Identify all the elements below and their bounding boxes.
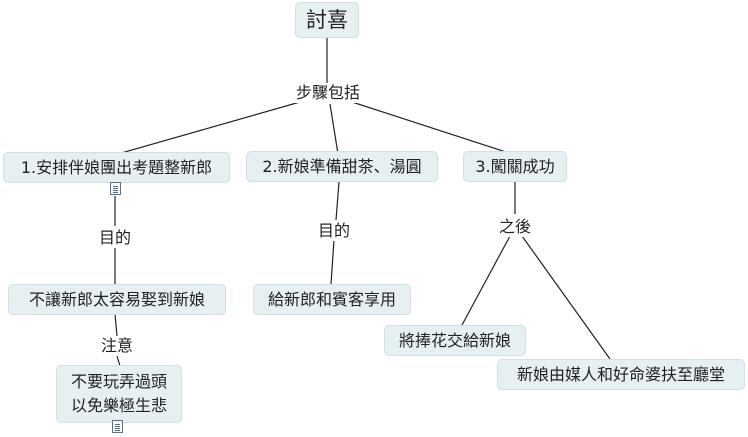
step-3-topic[interactable]: 3.闖關成功 (463, 151, 567, 182)
b1-purpose-text: 不讓新郎太容易娶到新娘 (28, 290, 205, 309)
link-b2-purpose-text (330, 239, 335, 285)
b1-purpose-label: 目的 (92, 228, 138, 248)
b1-caution-line-1: 不要玩弄過頭 (70, 372, 167, 391)
steps-connector-label: 步驟包括 (288, 83, 368, 103)
link-steps-1 (117, 101, 301, 155)
b3-item-2-topic[interactable]: 新娘由媒人和好命婆扶至廳堂 (497, 359, 745, 390)
link-b3-item1 (461, 235, 511, 326)
b1-caution-label: 注意 (94, 336, 140, 356)
b1-caution-line-2: 以免樂極生悲 (70, 396, 167, 415)
step-2-topic[interactable]: 2.新娘準備甜茶、湯圓 (246, 151, 438, 182)
b1-caution-topic[interactable]: 不要玩弄過頭 以免樂極生悲 (56, 365, 182, 423)
link-steps-2 (329, 103, 339, 155)
b2-purpose-label: 目的 (311, 221, 357, 241)
note-icon[interactable] (110, 182, 121, 195)
link-steps-3 (351, 101, 513, 155)
b1-purpose-topic[interactable]: 不讓新郎太容易娶到新娘 (8, 284, 226, 315)
step-1-topic[interactable]: 1.安排伴娘團出考題整新郎 (3, 152, 230, 183)
b3-item-2-text: 新娘由媒人和好命婆扶至廳堂 (516, 365, 725, 384)
link-b1-caution (114, 313, 118, 337)
b2-purpose-topic[interactable]: 給新郎和賓客享用 (253, 284, 411, 315)
step-2-text: 2.新娘準備甜茶、湯圓 (262, 157, 422, 176)
root-topic[interactable]: 討喜 (295, 2, 359, 38)
link-b2-purpose (335, 181, 340, 221)
b3-item-1-text: 將捧花交給新娘 (398, 331, 511, 350)
step-3-text: 3.闖關成功 (475, 157, 555, 176)
b3-item-1-topic[interactable]: 將捧花交給新娘 (384, 325, 526, 356)
b2-purpose-text: 給新郎和賓客享用 (267, 290, 396, 309)
note-icon[interactable] (112, 420, 123, 433)
step-1-text: 1.安排伴娘團出考題整新郎 (20, 158, 213, 177)
link-b1-caution-text (116, 355, 121, 367)
b3-after-label: 之後 (492, 217, 538, 237)
root-topic-text: 討喜 (306, 8, 348, 32)
link-b3-item2 (521, 235, 611, 360)
